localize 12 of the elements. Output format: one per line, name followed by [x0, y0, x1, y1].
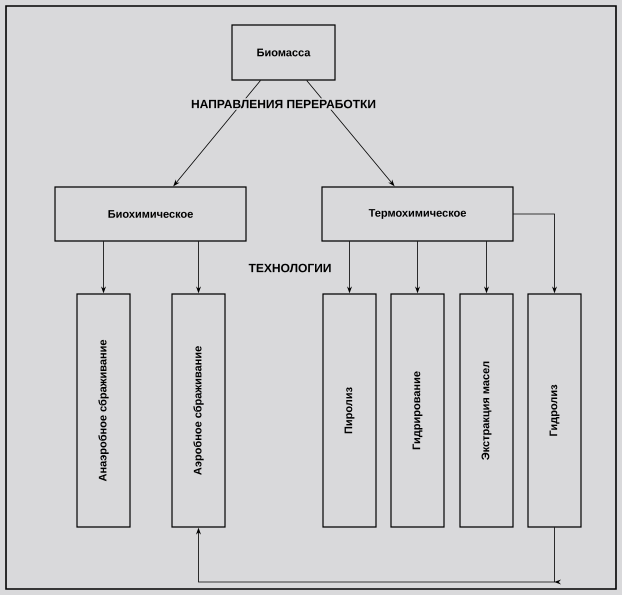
section-heading: НАПРАВЛЕНИЯ ПЕРЕРАБОТКИ [190, 98, 378, 110]
technology-box: Гидролиз [527, 293, 582, 528]
process-box: Биохимическое [54, 186, 247, 242]
technology-box: Пиролиз [322, 293, 377, 528]
section-heading: ТЕХНОЛОГИИ [247, 262, 333, 274]
technology-box: Аэробное сбраживание [171, 293, 226, 528]
technology-box: Анаэробное сбраживание [76, 293, 131, 528]
technology-box: Гидрирование [390, 293, 445, 528]
process-box: Термохимическое [321, 186, 514, 242]
technology-box: Экстракция масел [459, 293, 514, 528]
process-box: Биомасса [231, 24, 336, 81]
arrow [196, 527, 562, 585]
